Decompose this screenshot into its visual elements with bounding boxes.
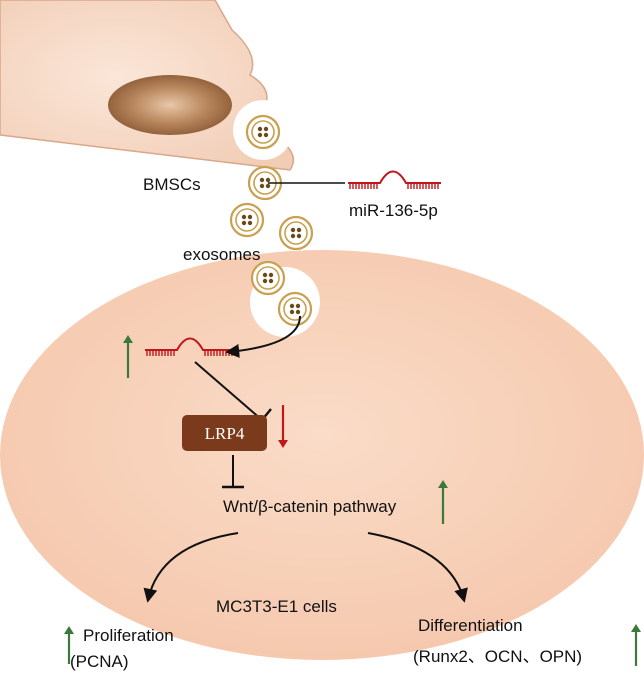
target-cell <box>0 250 644 660</box>
lrp4-down-arrow <box>278 405 288 448</box>
proliferation-label: Proliferation <box>83 626 174 645</box>
inhibition-arrow-icon <box>222 455 244 489</box>
uptake-arrow <box>225 315 301 358</box>
exosome-icon <box>250 260 286 296</box>
exosome-icon <box>277 291 313 327</box>
mirna-hairpin-icon <box>145 337 238 356</box>
differentiation-label: Differentiation <box>418 616 523 635</box>
mirna-strand <box>348 170 441 189</box>
nucleus <box>108 75 232 135</box>
differentiation-arrow <box>367 532 468 603</box>
exosomes-label: exosomes <box>183 245 260 264</box>
proliferation-up-arrow <box>64 626 74 664</box>
exosome-icon <box>245 114 281 150</box>
exosome-icon <box>247 165 283 201</box>
differentiation-up-arrow <box>631 624 641 666</box>
proliferation-arrow <box>143 532 239 603</box>
lrp4-label: LRP4 <box>205 424 245 443</box>
bmscs-label: BMSCs <box>143 175 201 194</box>
lrp4-box <box>182 415 267 451</box>
differentiation-markers-label: (Runx2、OCN、OPN) <box>413 647 582 666</box>
proliferation-marker-label: (PCNA) <box>70 652 129 671</box>
mirna-strand <box>145 337 238 356</box>
mirna-up-arrow <box>123 335 133 378</box>
exosome-icon <box>229 202 265 238</box>
pathway-up-arrow <box>438 480 448 524</box>
mirna-hairpin-icon <box>348 170 441 189</box>
mirna-label: miR-136-5p <box>349 201 438 220</box>
pathway-label: Wnt/β-catenin pathway <box>223 497 397 516</box>
cell-line-label: MC3T3-E1 cells <box>216 597 337 616</box>
exosome-group <box>229 114 314 327</box>
exosome-icon <box>278 215 314 251</box>
